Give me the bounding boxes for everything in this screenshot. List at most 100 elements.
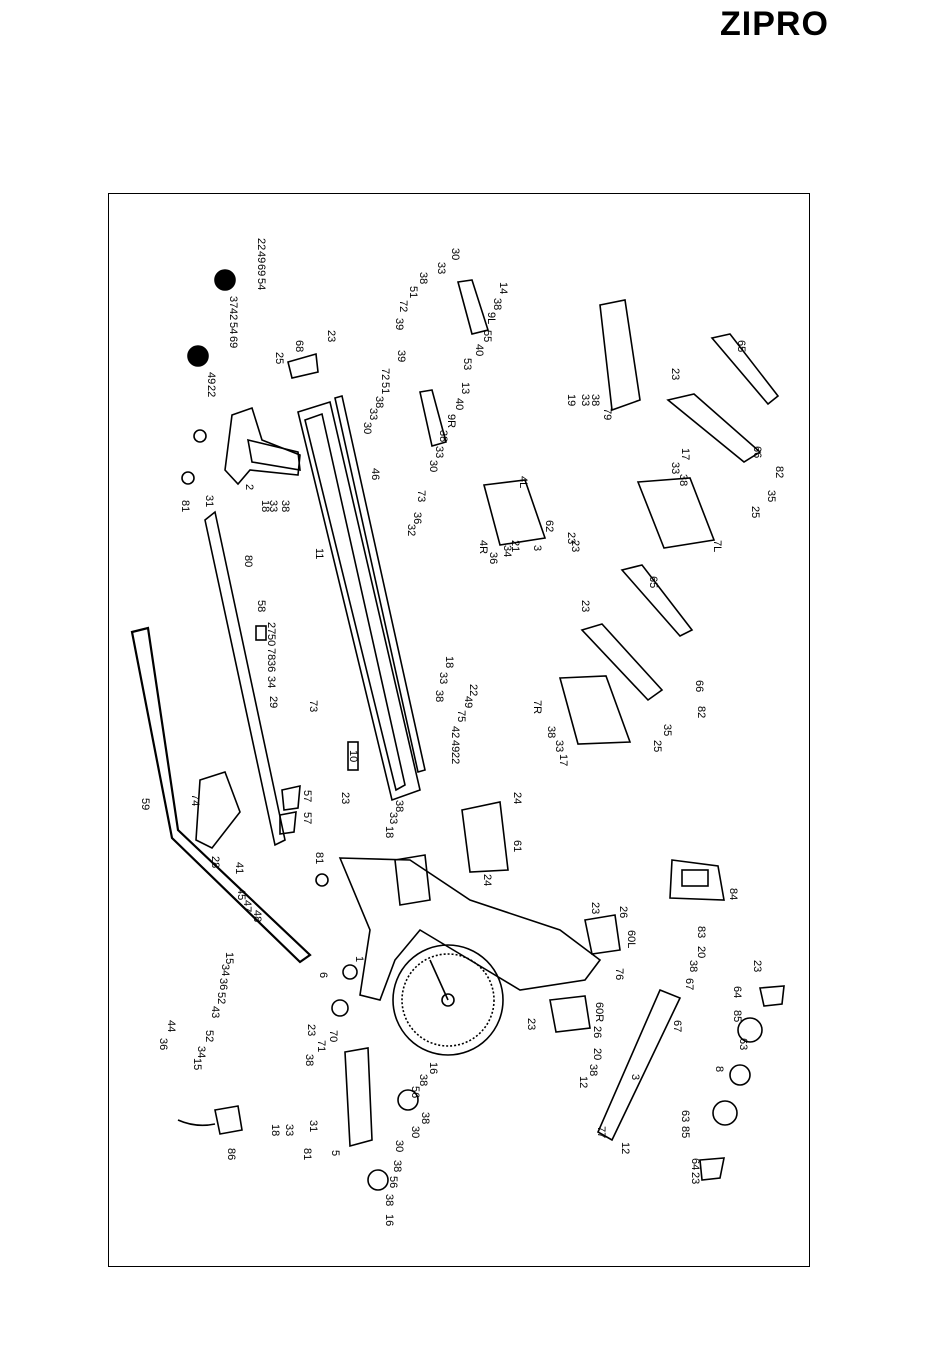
part-label-65: 65 xyxy=(647,576,659,588)
part-label-49: 49 xyxy=(449,740,461,752)
console-84 xyxy=(669,859,725,901)
part-label-53: 53 xyxy=(461,358,473,370)
part-label-84: 84 xyxy=(727,888,739,900)
part-label-48: 48 xyxy=(251,910,263,922)
part-label-25: 25 xyxy=(749,506,761,518)
part-label-63: 63 xyxy=(737,1038,749,1050)
part-label-64: 64 xyxy=(689,1158,701,1170)
part-label-39: 39 xyxy=(395,350,407,362)
part-label-3: 3 xyxy=(629,1074,641,1080)
part-label-23: 23 xyxy=(525,1018,537,1030)
part-label-34: 34 xyxy=(501,545,513,557)
knob-6 xyxy=(342,964,358,980)
weight-69-b xyxy=(187,345,209,367)
part-label-60L: 60L xyxy=(625,930,637,948)
main-rail-inner xyxy=(304,412,406,792)
part-label-60R: 60R xyxy=(593,1002,605,1022)
part-label-22: 22 xyxy=(255,238,267,250)
part-label-68: 68 xyxy=(293,340,305,352)
hook-57a xyxy=(281,784,301,811)
part-label-61: 61 xyxy=(511,840,523,852)
part-label-16: 16 xyxy=(383,1214,395,1226)
hook-57b xyxy=(279,811,297,835)
part-label-18: 18 xyxy=(383,826,395,838)
part-label-81: 81 xyxy=(301,1148,313,1160)
part-label-33: 33 xyxy=(435,262,447,274)
pad-60L xyxy=(584,914,621,955)
part-61 xyxy=(461,801,509,873)
part-label-45: 45 xyxy=(235,888,247,900)
part-label-9R: 9R xyxy=(445,414,457,428)
part-label-4L: 4L xyxy=(517,476,529,488)
part-label-82: 82 xyxy=(695,706,707,718)
part-label-42: 42 xyxy=(449,726,461,738)
part-label-47: 47 xyxy=(241,900,253,912)
part-label-57: 57 xyxy=(301,812,313,824)
part-label-21: 21 xyxy=(509,540,521,552)
part-label-12: 12 xyxy=(577,1076,589,1088)
part-label-25: 25 xyxy=(651,740,663,752)
bracket-9L xyxy=(456,279,490,335)
part-label-34: 34 xyxy=(219,964,231,976)
part-label-23: 23 xyxy=(569,540,581,552)
part-label-3: 3 xyxy=(531,545,543,551)
brand-logo: ZIPRO xyxy=(720,5,829,43)
part-label-85: 85 xyxy=(731,1010,743,1022)
part-label-38: 38 xyxy=(491,298,503,310)
console-screen xyxy=(681,869,709,887)
knob-70 xyxy=(331,999,349,1017)
cover-7R xyxy=(558,675,632,745)
part-label-24: 24 xyxy=(511,792,523,804)
part-label-69: 69 xyxy=(255,264,267,276)
part-label-27: 27 xyxy=(265,622,277,634)
wheel-63-bottom xyxy=(712,1100,738,1126)
lower-arm-3 xyxy=(596,988,682,1142)
part-label-33: 33 xyxy=(579,394,591,406)
part-label-22: 22 xyxy=(449,752,461,764)
part-label-36: 36 xyxy=(217,978,229,990)
part-label-38: 38 xyxy=(279,500,291,512)
part-label-80: 80 xyxy=(242,555,254,567)
part-label-46: 46 xyxy=(369,468,381,480)
part-label-9L: 9L xyxy=(485,312,497,324)
part-label-38: 38 xyxy=(373,396,385,408)
part-label-12: 12 xyxy=(619,1142,631,1154)
part-8 xyxy=(729,1064,751,1086)
part-label-56: 56 xyxy=(387,1176,399,1188)
part-label-23: 23 xyxy=(325,330,337,342)
part-label-73: 73 xyxy=(307,700,319,712)
cap-64-top xyxy=(759,985,785,1007)
main-rail xyxy=(297,400,421,802)
part-label-25: 25 xyxy=(273,352,285,364)
part-label-71: 71 xyxy=(315,1040,327,1052)
part-58 xyxy=(255,625,267,641)
part-label-70: 70 xyxy=(327,1030,339,1042)
rear-leg-post xyxy=(246,438,301,471)
part-label-43: 43 xyxy=(209,1006,221,1018)
part-label-44: 44 xyxy=(165,1020,177,1032)
part-label-56: 56 xyxy=(409,1086,421,1098)
part-label-15: 15 xyxy=(191,1058,203,1070)
cover-7L xyxy=(636,477,716,549)
part-label-34: 34 xyxy=(265,676,277,688)
part-label-19: 19 xyxy=(565,394,577,406)
part-label-30: 30 xyxy=(361,422,373,434)
wheel-63-top xyxy=(737,1017,763,1043)
part-label-22: 22 xyxy=(467,684,479,696)
part-label-40: 40 xyxy=(473,344,485,356)
part-label-81: 81 xyxy=(179,500,191,512)
part-label-38: 38 xyxy=(393,800,405,812)
part-label-77: 77 xyxy=(595,1126,607,1138)
part-label-8: 8 xyxy=(713,1066,725,1072)
part-label-83: 83 xyxy=(695,926,707,938)
part-label-72: 72 xyxy=(397,300,409,312)
part-label-33: 33 xyxy=(437,672,449,684)
part-label-38: 38 xyxy=(417,272,429,284)
part-label-36: 36 xyxy=(487,552,499,564)
part-label-7L: 7L xyxy=(711,540,723,552)
part-label-72: 72 xyxy=(379,368,391,380)
part-label-52: 52 xyxy=(215,992,227,1004)
front-wheel-56-lower xyxy=(367,1169,389,1191)
part-label-23: 23 xyxy=(669,368,681,380)
part-label-20: 20 xyxy=(695,946,707,958)
